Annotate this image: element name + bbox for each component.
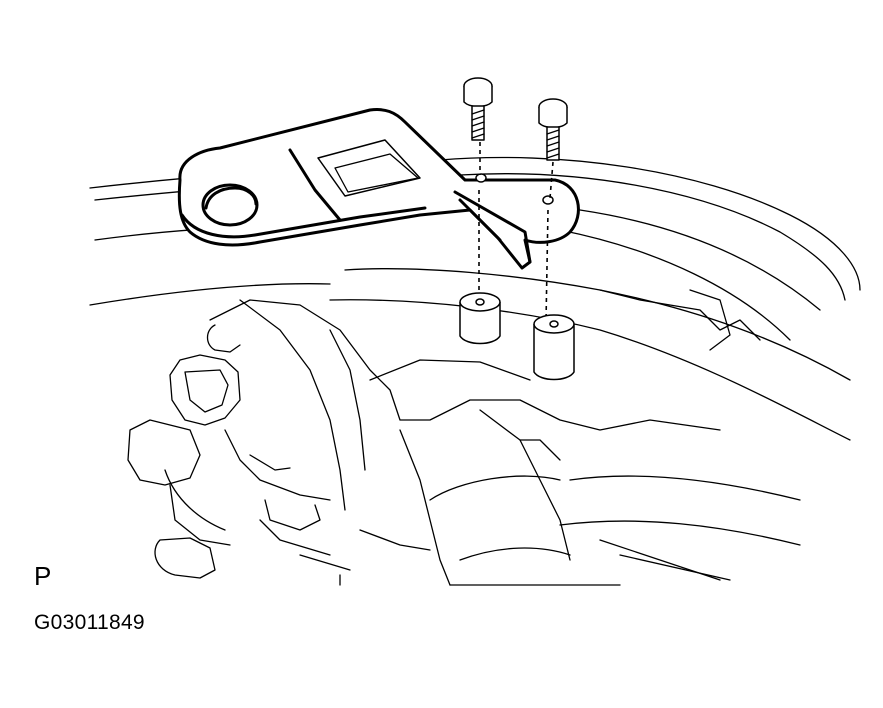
engine-block <box>127 299 721 586</box>
bolt-left <box>463 77 493 141</box>
bracket-part <box>177 108 580 270</box>
spacer-collar-right <box>533 314 575 381</box>
engine-body-lines <box>89 156 861 581</box>
alignment-lines <box>478 142 554 323</box>
figure-marker: P <box>34 561 52 591</box>
spacer-collar-left <box>459 292 501 345</box>
figure-code: G03011849 <box>34 611 145 634</box>
bolt-right <box>538 98 568 161</box>
